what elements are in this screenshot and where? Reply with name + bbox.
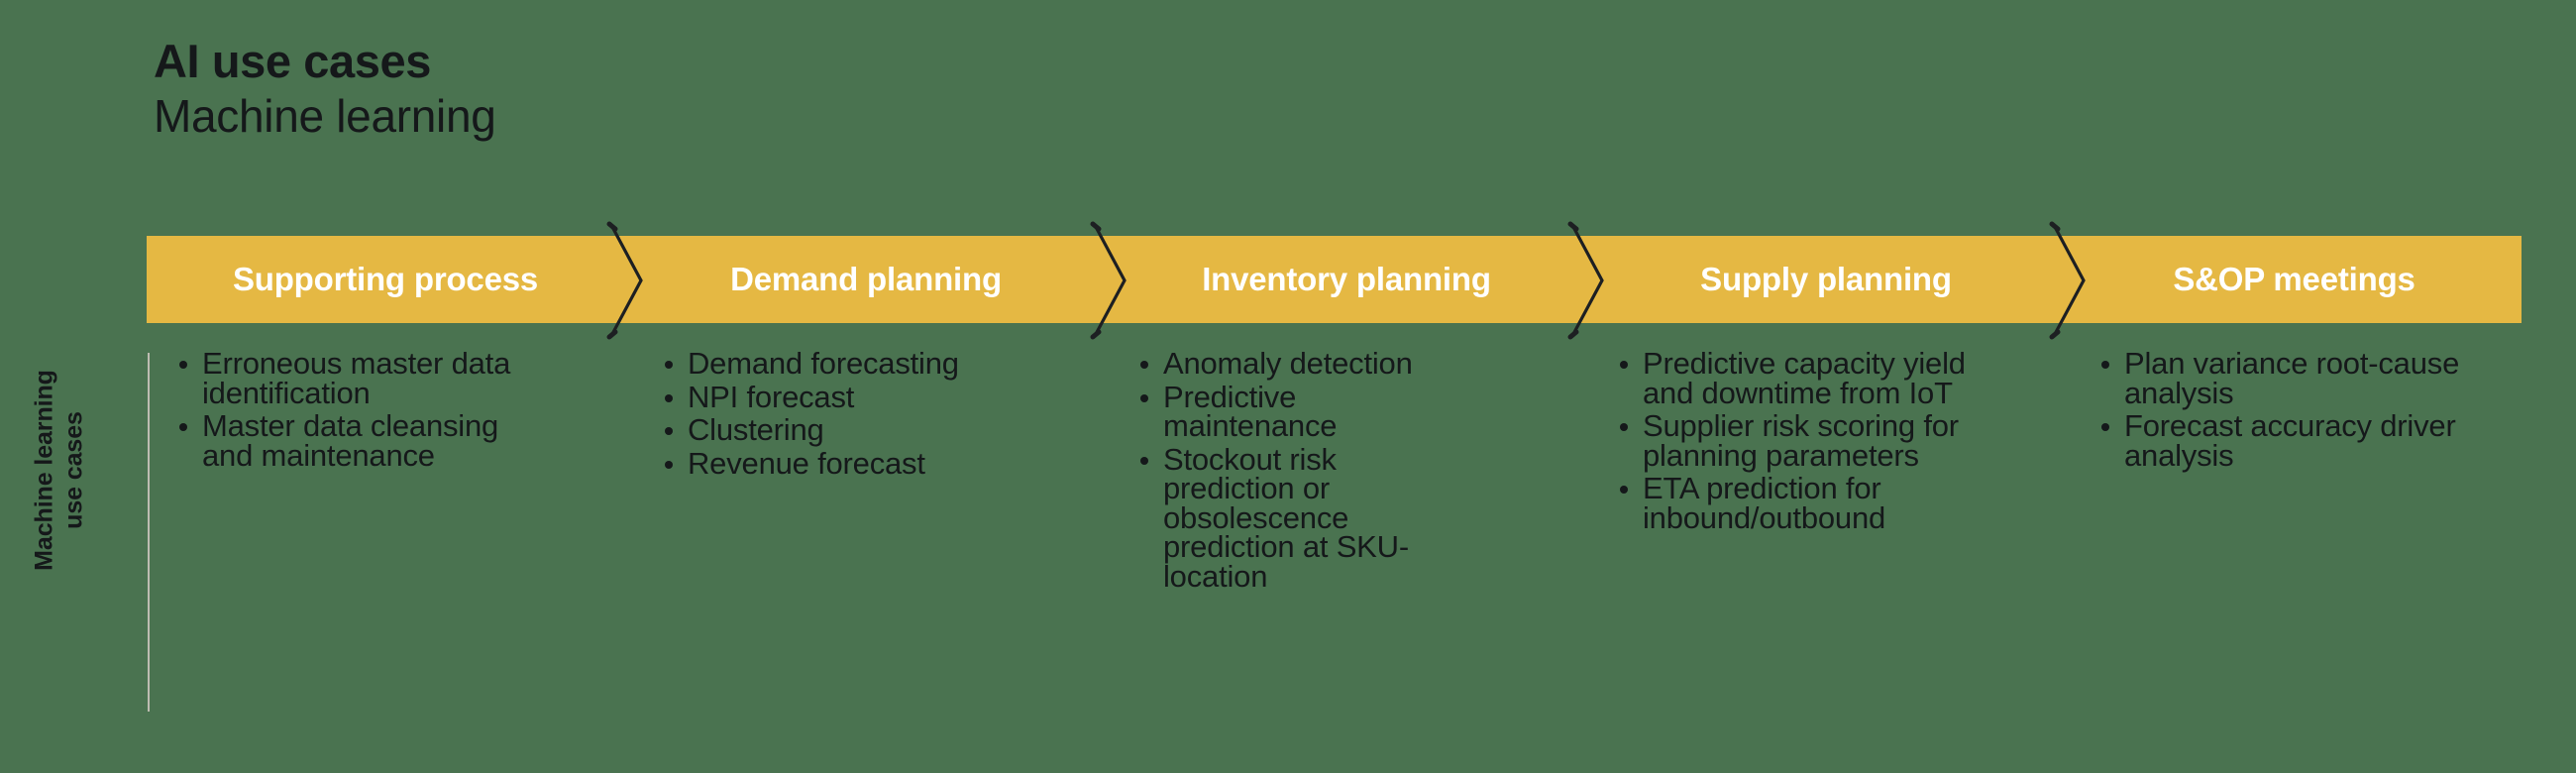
list-item: Predictive maintenance (1137, 382, 1435, 441)
row-axis-label: Machine learning use cases (31, 302, 89, 639)
banner-segment-demand-planning[interactable]: Demand planning (624, 236, 1108, 323)
banner-segment-inventory-planning[interactable]: Inventory planning (1108, 236, 1585, 323)
banner-label: Demand planning (730, 261, 1002, 297)
banner-segment-supply-planning[interactable]: Supply planning (1585, 236, 2067, 323)
banner-segment-sop-meetings[interactable]: S&OP meetings (2067, 236, 2522, 323)
column-inventory-planning: Anomaly detection Predictive maintenance… (1137, 348, 1435, 595)
title-secondary: Machine learning (154, 90, 496, 142)
banner-label: Inventory planning (1202, 261, 1491, 297)
column-supply-planning: Predictive capacity yield and downtime f… (1617, 348, 2013, 536)
column-supporting-process: Erroneous master data identification Mas… (176, 348, 533, 474)
use-case-list: Predictive capacity yield and downtime f… (1617, 348, 2013, 533)
list-item: Master data cleansing and maintenance (176, 410, 533, 471)
list-item: Revenue forecast (662, 448, 1058, 478)
row-axis-label-line1: Machine learning (30, 370, 58, 571)
list-item: Plan variance root-cause analysis (2098, 348, 2485, 408)
column-sop-meetings: Plan variance root-cause analysis Foreca… (2098, 348, 2485, 474)
banner-label: Supporting process (232, 261, 539, 297)
process-stage-banner: Supporting process Demand planning Inven… (147, 236, 2522, 323)
banner-segment-supporting-process[interactable]: Supporting process (147, 236, 624, 323)
list-item: Forecast accuracy driver analysis (2098, 410, 2485, 471)
list-item: Clustering (662, 414, 1058, 445)
column-demand-planning: Demand forecasting NPI forecast Clusteri… (662, 348, 1058, 482)
list-item: NPI forecast (662, 382, 1058, 411)
use-case-list: Anomaly detection Predictive maintenance… (1137, 348, 1435, 591)
page-title: AI use cases Machine learning (154, 38, 496, 139)
content-divider-line (148, 353, 150, 712)
banner-label: S&OP meetings (2173, 261, 2415, 297)
list-item: Anomaly detection (1137, 348, 1435, 379)
row-axis-label-line2: use cases (59, 411, 87, 529)
use-case-list: Plan variance root-cause analysis Foreca… (2098, 348, 2485, 471)
list-item: Predictive capacity yield and downtime f… (1617, 348, 2013, 408)
use-case-list: Erroneous master data identification Mas… (176, 348, 533, 471)
list-item: ETA prediction for inbound/outbound (1617, 473, 2013, 533)
list-item: Erroneous master data identification (176, 348, 533, 408)
banner-label: Supply planning (1700, 261, 1952, 297)
title-primary: AI use cases (154, 35, 431, 87)
use-case-list: Demand forecasting NPI forecast Clusteri… (662, 348, 1058, 478)
list-item: Demand forecasting (662, 348, 1058, 379)
list-item: Supplier risk scoring for planning param… (1617, 410, 2013, 471)
list-item: Stockout risk prediction or obsolescence… (1137, 444, 1435, 591)
